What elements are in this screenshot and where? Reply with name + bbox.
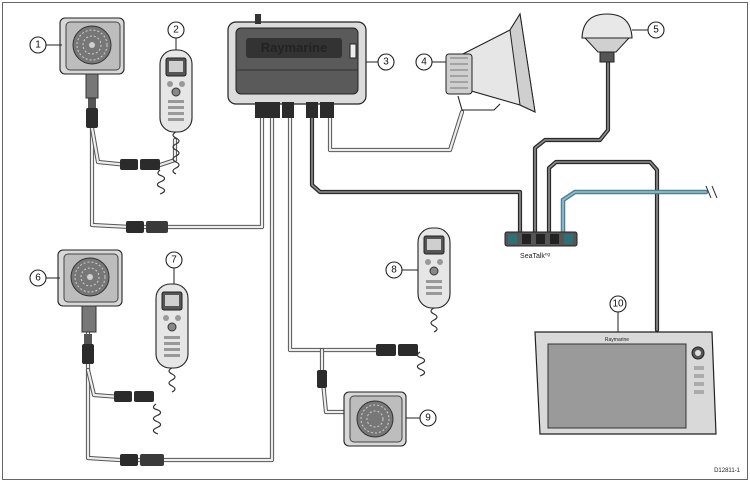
svg-text:10: 10 [612,299,624,310]
cable-seatalk-blue [560,189,709,235]
radio-brand-label: Raymarine [261,40,327,55]
svg-text:8: 8 [391,265,397,276]
speaker-1 [59,17,125,75]
connector-a2 [140,159,160,170]
gps-antenna [581,13,633,63]
connector-e2 [398,344,418,356]
callout-10 [609,295,627,313]
speaker-6 [57,249,123,333]
connector-d2 [140,454,164,466]
radio-hub-unit: Raymarine [227,14,367,118]
cable-break-mark [705,185,718,199]
seatalk-label: SeaTalkng [520,252,550,261]
cable-radio-handset8 [287,115,383,353]
callout-4 [415,53,433,71]
display-brand-label: Raymarine [605,337,629,343]
handset-2 [156,49,193,195]
connector-a1 [120,159,138,170]
svg-text:1: 1 [35,40,41,51]
svg-text:7: 7 [171,255,177,266]
multifunction-display: Raymarine [534,331,717,435]
loudhailer-horn [445,12,536,113]
handset-8 [416,227,451,377]
inline-connectors [82,98,418,466]
callout-1 [29,36,47,54]
cable-radio-horn [327,109,465,153]
callout-6 [29,269,47,287]
callouts: 1 2 3 4 5 6 7 8 9 10 [29,21,665,427]
connector-e1 [376,344,396,356]
figure-id: D12811-1 [714,468,741,474]
connector-d1 [120,454,138,466]
callout-2 [167,21,185,39]
svg-text:4: 4 [421,57,427,68]
connector-b2 [146,221,168,233]
connector-c2 [134,391,154,402]
callout-3 [377,53,395,71]
cable-gps-antenna [532,59,611,235]
speaker-9 [343,391,407,447]
speaker-1-lead [85,73,99,99]
callout-7 [165,251,183,269]
svg-text:9: 9 [425,413,431,424]
svg-text:5: 5 [653,25,659,36]
connector-c1 [114,391,132,402]
connector-y-6 [82,344,94,364]
svg-text:2: 2 [173,25,179,36]
handset-7 [152,283,189,435]
callout-5 [647,21,665,39]
callout-8 [385,261,403,279]
connector-f1 [317,370,327,388]
svg-text:6: 6 [35,273,41,284]
seatalk-hub: SeaTalkng [504,231,578,261]
connector-b1 [126,221,144,233]
svg-text:3: 3 [383,57,389,68]
seatalk-backbone [309,59,718,333]
connector-y-1 [86,108,98,128]
callout-9 [419,409,437,427]
